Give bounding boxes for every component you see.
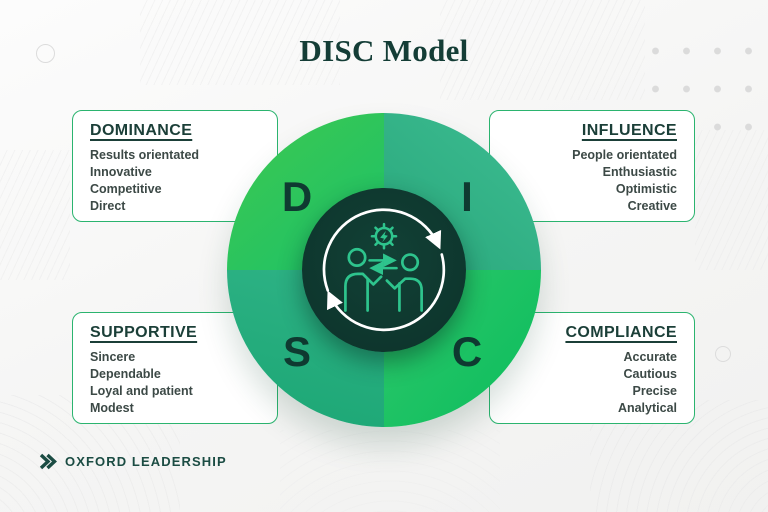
letter-c: C [451,328,483,375]
panel-influence-list: People orientated Enthusiastic Optimisti… [507,147,677,215]
panel-dominance-title: DOMINANCE [90,122,193,139]
list-item: Precise [632,384,677,398]
list-item: People orientated [572,148,677,162]
panel-influence-title: INFLUENCE [581,122,677,139]
list-item: Creative [627,199,677,213]
list-item: Loyal and patient [90,384,193,398]
page-title: DISC Model [299,33,469,68]
panel-supportive-title: SUPPORTIVE [90,324,198,341]
brand-logo: OXFORD LEADERSHIP [38,453,227,470]
list-item: Competitive [90,182,162,196]
exchange-arrows-icon [368,253,398,275]
ring-decoration [715,346,731,362]
list-item: Innovative [90,165,152,179]
panel-dominance-list: Results orientated Innovative Competitiv… [90,147,260,215]
list-item: Dependable [90,367,161,381]
list-item: Optimistic [615,182,677,196]
letter-d: D [281,173,313,220]
list-item: Sincere [90,350,136,364]
panel-compliance-title: COMPLIANCE [565,324,677,341]
brand-name: OXFORD LEADERSHIP [65,454,227,469]
letter-i: I [461,173,473,220]
disc-wheel: D I S C [227,113,541,427]
double-chevron-icon [39,453,57,470]
letter-s: S [282,328,312,375]
list-item: Results orientated [90,148,200,162]
list-item: Enthusiastic [602,165,677,179]
gear-lightning-icon [370,222,398,250]
list-item: Direct [90,199,126,213]
ring-decoration [36,44,55,63]
wheel-hub [302,188,466,352]
collaboration-cycle-icon [322,208,446,332]
cycle-arrows-icon [322,208,446,332]
list-item: Accurate [623,350,678,364]
list-item: Cautious [623,367,677,381]
people-icon [344,247,423,312]
ripple-decoration [280,430,500,512]
ripple-decoration [0,150,70,280]
